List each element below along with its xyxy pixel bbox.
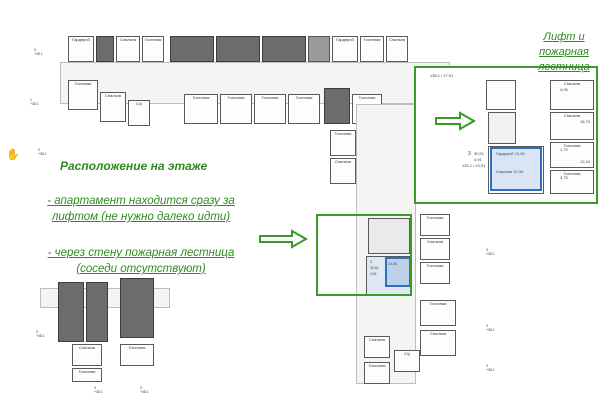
callout-corridor: ±25.1 / ±3,91 [462,163,486,168]
location-title: Расположение на этаже [60,159,208,173]
room: Гостиная [360,36,384,62]
room: Гостиная [254,94,286,124]
stair-block [368,218,410,254]
callout-level-mark: ±38.1 / 17.51 [430,73,454,78]
room: С/у [394,350,420,372]
room: Спальня [100,92,126,122]
apt-area-living: 4,91 [370,272,377,276]
room: Спальня [364,336,390,358]
room: Гардероб [332,36,358,62]
room: Спальня [116,36,140,62]
room: Спальня [420,238,450,260]
callout-apartment [488,146,544,194]
room [170,36,214,62]
room [324,88,350,124]
room: Гостиная [420,214,450,236]
area-stamp: 3+38.1 [486,364,495,373]
room: Гостиная [120,344,154,366]
callout-apt-number: 3 [468,151,471,157]
apt-area-total: 30,51 [370,266,379,270]
callout-room: Спальня [550,80,594,110]
room: Спальня [420,330,456,356]
room [96,36,114,62]
callout-area-total: 30,51 [474,151,485,156]
area-stamp: 3+38.1 [486,248,495,257]
room [308,36,330,62]
callout-area-living: 18,75 [580,119,591,124]
callout-highlight-marker [490,147,542,191]
callout-stair-room [486,80,516,110]
room: Спальня [386,36,408,62]
callout-room: Гостиная [550,142,594,168]
area-stamp: 2+38.1 [38,148,47,157]
callout-room-bathroom: Гардероб 10,00 [496,151,525,156]
room: Спальня [72,344,102,366]
room [58,282,84,342]
room [120,278,154,338]
room: Гостиная [420,262,450,284]
room: Гостиная [288,94,320,124]
room: С/у [128,100,150,126]
apt-number: 3 [370,260,372,264]
note-1: - апартамент находится сразу за лифтом (… [47,195,235,223]
room: Гостиная [420,300,456,326]
area-stamp: 3+38.1 [94,386,103,395]
room: Гостиная [184,94,218,124]
room: Гостиная [330,130,356,156]
highlighted-apartment-marker [385,257,411,287]
area-stamp: 1+38.1 [30,98,39,107]
room [86,282,108,342]
room: Гостиная [142,36,164,62]
arrow-to-plan [259,229,309,249]
room: Гостиная [68,80,98,110]
room: Гостиная [72,368,102,382]
callout-area-bed2: 4,95 [560,87,568,92]
apt-room-area: 10,00 [388,262,397,266]
plan-highlight-box [316,214,412,296]
callout-area-misc2: 12,44 [580,159,591,164]
room [216,36,260,62]
room: Гардероб [68,36,94,62]
callout-area-living: 4,91 [474,157,482,162]
hand-cursor-icon: ✋ [6,149,20,161]
area-stamp: 3+38.1 [36,330,45,339]
room: Спальня [330,158,356,184]
area-stamp: 3+38.1 [34,48,43,57]
room: Гостиная [220,94,252,124]
callout-room: Спальня [550,112,594,140]
area-stamp: 3+38.1 [140,386,149,395]
callout-area-misc1: 3,75 [560,175,568,180]
callout-lift-room [488,112,516,144]
callout-title: Лифт и пожарная лестница [538,31,590,73]
callout-room: Гостиная [550,170,594,194]
area-stamp: 3+38.1 [486,324,495,333]
callout-area-bath: 1,70 [560,147,568,152]
room [262,36,306,62]
callout-room-bed: Спальня 12,44 [496,169,524,174]
note-2: - через стену пожарная лестница (соседи … [47,247,235,275]
room: Гостиная [364,362,390,384]
